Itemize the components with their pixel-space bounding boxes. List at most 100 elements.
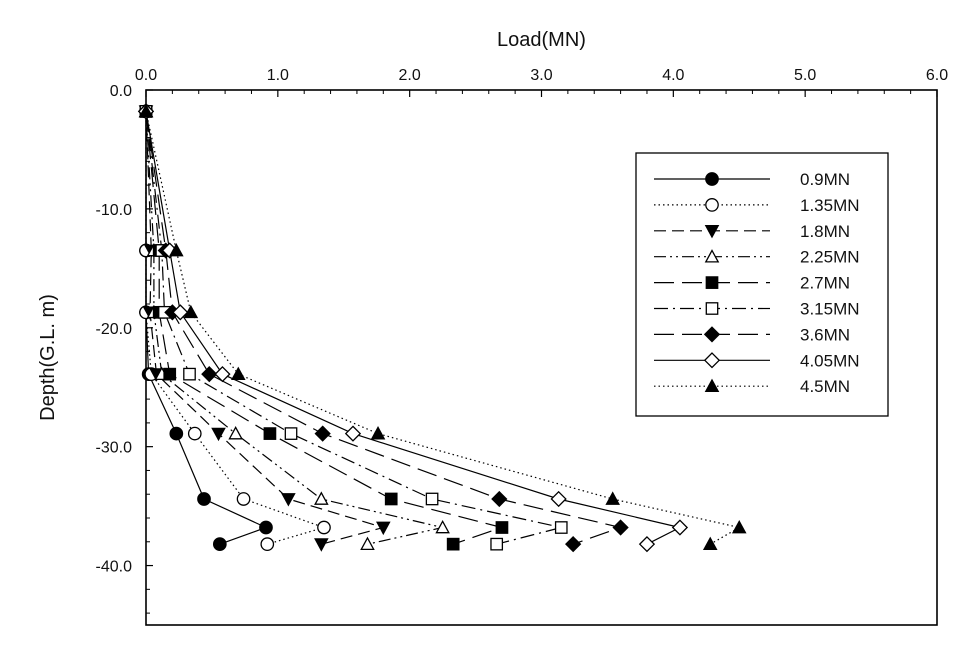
legend-item: 4.05MN	[654, 351, 860, 370]
legend-label: 2.7MN	[800, 274, 850, 293]
data-point	[259, 520, 273, 535]
data-point	[172, 304, 189, 321]
x-tick-label: 1.0	[267, 67, 289, 84]
series-line	[145, 111, 443, 545]
x-axis-title: Load(MN)	[497, 29, 586, 51]
series-4.05MN	[137, 103, 689, 553]
data-point	[671, 519, 689, 536]
data-point	[228, 426, 243, 440]
data-point	[370, 426, 386, 440]
legend-label: 3.6MN	[800, 325, 850, 344]
legend-marker	[704, 224, 720, 239]
data-point	[183, 367, 196, 381]
legend-marker	[705, 276, 719, 289]
data-point	[197, 492, 211, 506]
series-line	[145, 111, 623, 545]
legend-label: 4.5MN	[800, 377, 850, 396]
series-3.6MN	[137, 103, 629, 553]
data-point	[163, 367, 177, 381]
legend-marker	[703, 326, 721, 343]
data-point	[435, 519, 450, 534]
legend-marker	[705, 198, 719, 212]
legend-label: 3.15MN	[800, 300, 860, 319]
legend-marker	[705, 302, 719, 315]
y-tick-label: 0.0	[110, 83, 132, 100]
legend-marker	[705, 172, 719, 186]
data-point	[183, 304, 199, 319]
series-1.35MN	[139, 104, 331, 552]
data-point	[731, 519, 747, 534]
legend-label: 1.8MN	[800, 222, 850, 241]
legend-item: 2.25MN	[654, 248, 860, 267]
data-point	[550, 490, 567, 508]
legend-marker	[703, 352, 721, 369]
data-point	[169, 242, 184, 257]
series-2.7MN	[139, 105, 509, 551]
legend-marker	[704, 378, 720, 393]
y-tick-label: -20.0	[96, 321, 133, 338]
legend-item: 2.7MN	[654, 274, 850, 293]
data-point	[187, 426, 202, 441]
data-point	[169, 426, 184, 441]
data-point	[702, 536, 718, 551]
data-point	[138, 103, 154, 118]
series-line	[145, 111, 268, 545]
series-line	[145, 111, 386, 545]
data-point	[281, 493, 296, 507]
data-point	[384, 492, 398, 506]
y-axis-title: Depth(G.L. m)	[37, 294, 59, 421]
data-point	[491, 490, 508, 508]
data-point	[446, 537, 460, 551]
data-point	[230, 366, 246, 380]
x-tick-label: 3.0	[530, 67, 552, 84]
legend-item: 3.6MN	[654, 325, 850, 344]
data-point	[236, 492, 251, 506]
series-line	[145, 111, 562, 545]
legend-item: 1.8MN	[654, 222, 850, 241]
legend-box	[635, 152, 889, 417]
y-tick-label: -40.0	[96, 559, 133, 576]
x-tick-label: 2.0	[399, 67, 421, 84]
x-tick-label: 6.0	[926, 67, 948, 84]
x-tick-label: 5.0	[794, 67, 816, 84]
data-point	[314, 425, 331, 442]
series-line	[145, 111, 682, 545]
series-1.8MN	[138, 105, 391, 552]
data-point	[565, 536, 582, 553]
y-tick-label: -30.0	[96, 440, 133, 457]
legend-label: 0.9MN	[800, 170, 850, 189]
data-point	[263, 427, 277, 440]
data-point	[495, 521, 509, 534]
data-point	[211, 427, 226, 442]
x-tick-label: 4.0	[662, 67, 684, 84]
data-point	[260, 537, 275, 552]
data-point	[314, 491, 329, 505]
legend: 0.9MN 1.35MN 1.8MN 2.25MN 2.7MN 3.15MN 3.6MN 4.…	[635, 152, 889, 417]
legend-item: 4.5MN	[654, 377, 850, 396]
series-line	[145, 111, 504, 545]
legend-item: 0.9MN	[654, 170, 850, 189]
x-tick-label: 0.0	[135, 67, 157, 84]
series-0.9MN	[139, 104, 273, 552]
legend-label: 1.35MN	[800, 196, 860, 215]
data-point	[490, 537, 504, 551]
legend-label: 2.25MN	[800, 248, 860, 267]
series-layer	[137, 103, 747, 553]
data-point	[314, 538, 329, 552]
data-point	[284, 427, 298, 440]
data-point	[638, 536, 656, 553]
legend-item: 1.35MN	[654, 196, 860, 215]
data-point	[317, 520, 331, 535]
data-point	[360, 536, 375, 551]
data-point	[605, 491, 620, 505]
legend-item: 3.15MN	[654, 300, 860, 319]
series-4.5MN	[138, 103, 747, 551]
data-point	[201, 366, 218, 383]
data-point	[344, 425, 362, 442]
legend-marker	[704, 249, 720, 263]
legend-label: 4.05MN	[800, 351, 860, 370]
data-point	[425, 492, 439, 506]
series-3.15MN	[139, 105, 568, 551]
